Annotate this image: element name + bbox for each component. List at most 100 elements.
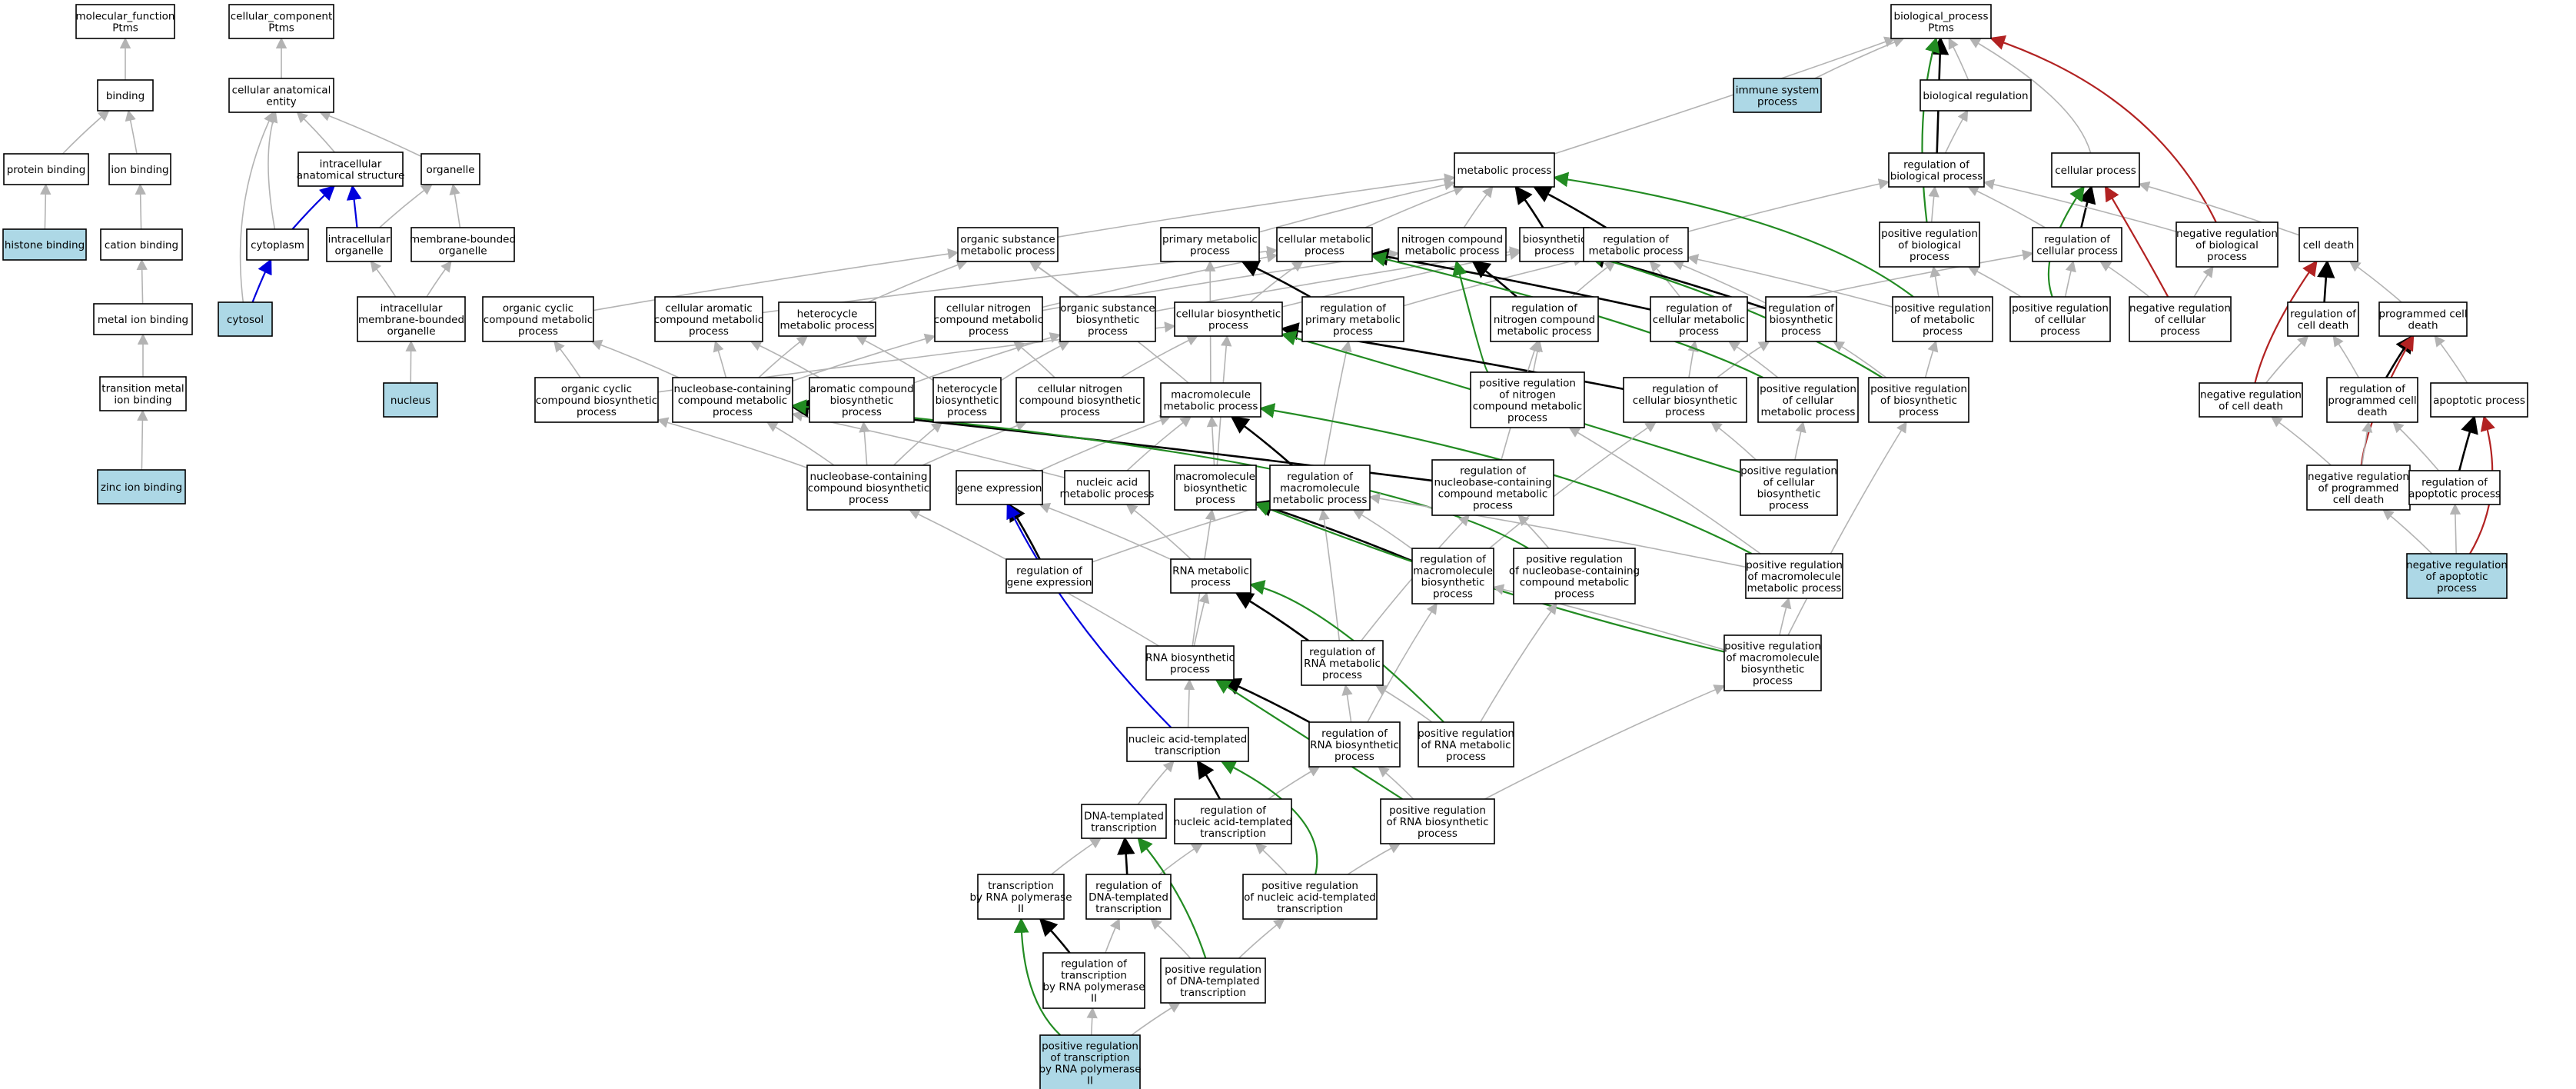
- go-term-node-cytoplasm[interactable]: cytoplasm: [246, 228, 309, 261]
- node-box: [357, 296, 466, 342]
- go-term-node-reg-mbp[interactable]: regulation ofmacromoleculebiosyntheticpr…: [1411, 548, 1494, 604]
- go-term-node-cytosol[interactable]: cytosol: [218, 301, 273, 337]
- go-term-node-apoptotic[interactable]: apoptotic process: [2430, 382, 2528, 418]
- go-term-node-bioreg[interactable]: biological regulation: [1920, 79, 2032, 112]
- go-term-node-cation-binding[interactable]: cation binding: [100, 228, 183, 261]
- node-label-line: cellular nitrogen: [946, 302, 1031, 315]
- edge-is-a-namp-to-mmp: [1126, 416, 1192, 471]
- go-term-node-metabolic[interactable]: metabolic process: [1454, 152, 1555, 188]
- go-term-node-metal-ion-binding[interactable]: metal ion binding: [93, 303, 193, 335]
- edge-is-a-neg_reg_cp-to-reg_cp: [2099, 261, 2150, 298]
- go-term-node-nucleus[interactable]: nucleus: [383, 382, 438, 418]
- go-term-node-cell-death[interactable]: cell death: [2298, 227, 2358, 262]
- go-term-node-organelle[interactable]: organelle: [420, 153, 480, 185]
- go-term-node-cellular[interactable]: cellular process: [2051, 152, 2140, 188]
- node-box: [1160, 382, 1261, 418]
- go-term-node-binding[interactable]: binding: [97, 79, 154, 112]
- node-box: [1470, 371, 1585, 428]
- go-term-node-zinc-ion-binding[interactable]: zinc ion binding: [97, 469, 186, 505]
- node-box: [1418, 721, 1514, 768]
- go-term-node-histone-binding[interactable]: histone binding: [2, 228, 87, 261]
- go-term-node-gene-expr[interactable]: gene expression: [956, 470, 1043, 505]
- go-term-node-reg-nccmp[interactable]: regulation ofnucleobase-containingcompou…: [1431, 459, 1554, 516]
- go-term-node-ion-binding[interactable]: ion binding: [108, 153, 171, 185]
- go-term-node-protein-binding[interactable]: protein binding: [3, 153, 89, 185]
